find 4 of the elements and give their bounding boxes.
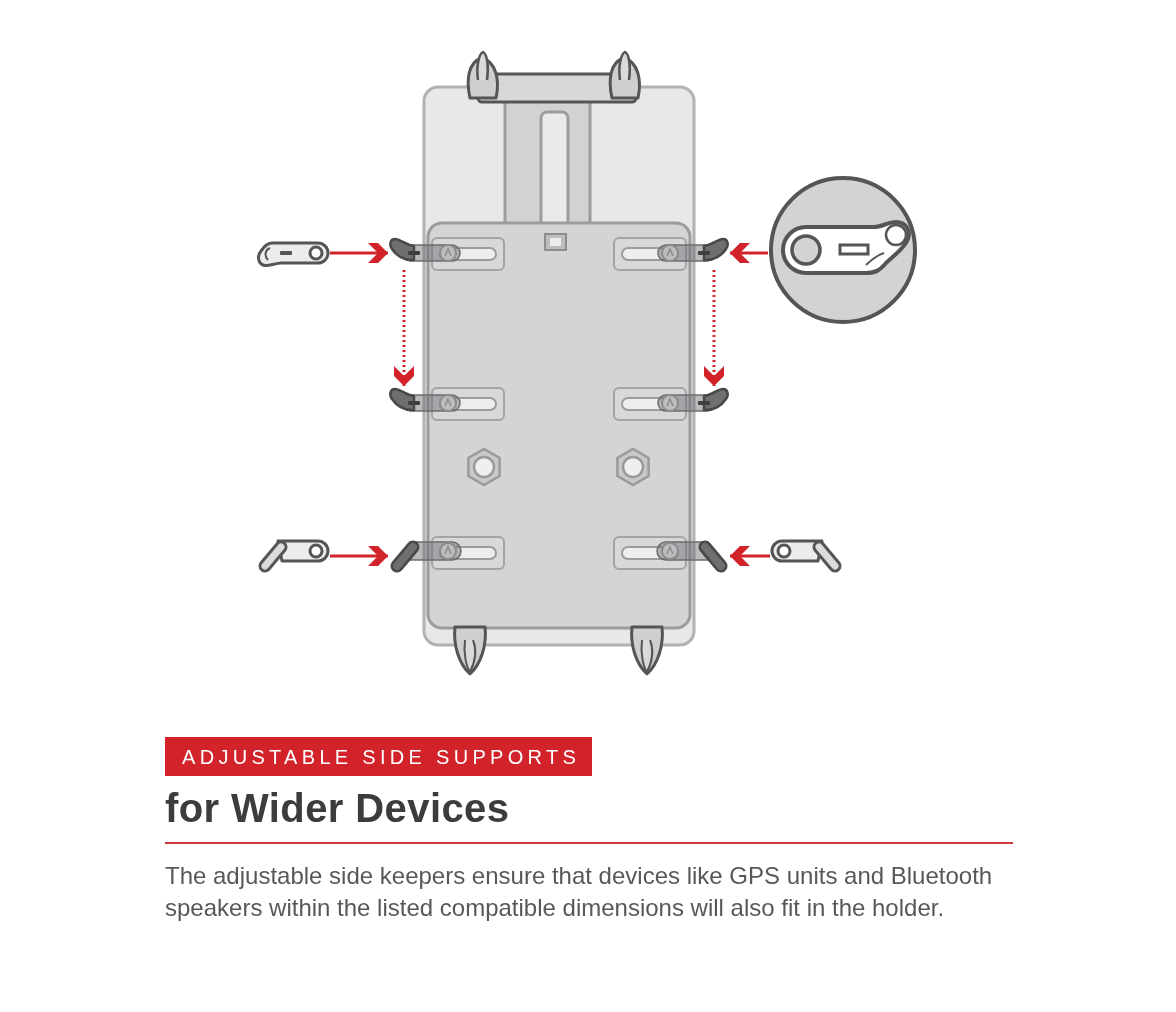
subheading: for Wider Devices xyxy=(165,785,510,831)
magnified-keeper-inset xyxy=(768,175,918,325)
title-banner: ADJUSTABLE SIDE SUPPORTS xyxy=(165,737,593,776)
description-text: The adjustable side keepers ensure that devices like GPS units and Bluetooth speakers within the listed compatible dimensions will also fit in the holder. xyxy=(165,861,994,923)
